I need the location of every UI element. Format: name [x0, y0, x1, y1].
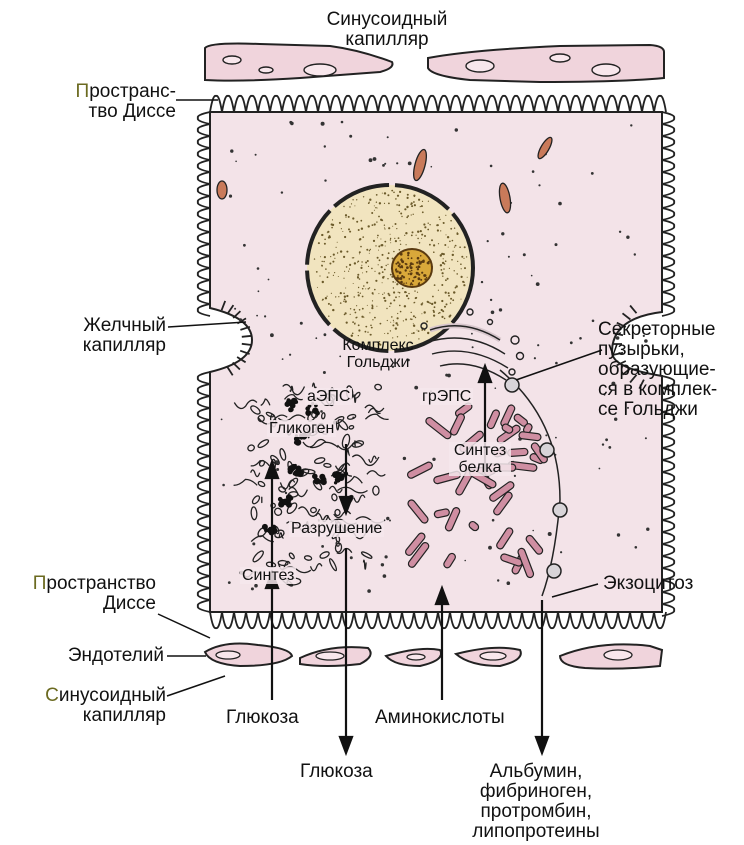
glucose-in-label: Глюкоза: [226, 708, 299, 728]
endothelium-label: Эндотелий: [20, 646, 164, 666]
secretory-vesicles-label: Секреторные пузырьки, образующие- ся в к…: [598, 320, 738, 420]
bile-capillary-label: Желчный капилляр: [26, 316, 166, 356]
glucose-out-label: Глюкоза: [300, 762, 373, 782]
greps-label: грЭПС: [420, 388, 473, 405]
top-capillary-label: Синусоидный капилляр: [312, 10, 462, 50]
golgi-label: Комплекс Гольджи: [334, 337, 422, 371]
bottom-capillary-label: Синусоидный капилляр: [12, 686, 166, 726]
secreted-proteins-label: Альбумин, фибриноген, протромбин, липопр…: [448, 762, 624, 842]
disse-space-bottom-label: Пространство Диссе: [10, 574, 156, 614]
aeps-label: аЭПС: [305, 388, 352, 405]
protein-synthesis-label: Синтез белка: [449, 442, 511, 476]
glycogen-label: Гликоген: [267, 420, 336, 437]
destruction-label: Разрушение: [289, 520, 384, 537]
bottom-endothelium: [205, 644, 662, 669]
amino-acids-label: Аминокислоты: [375, 708, 505, 728]
synthesis-label: Синтез: [240, 567, 296, 584]
hepatocyte-cell: [210, 112, 662, 612]
disse-space-top-label: Пространс- тво Диссе: [28, 82, 176, 122]
exocytosis-label: Экзоцитоз: [603, 574, 693, 594]
